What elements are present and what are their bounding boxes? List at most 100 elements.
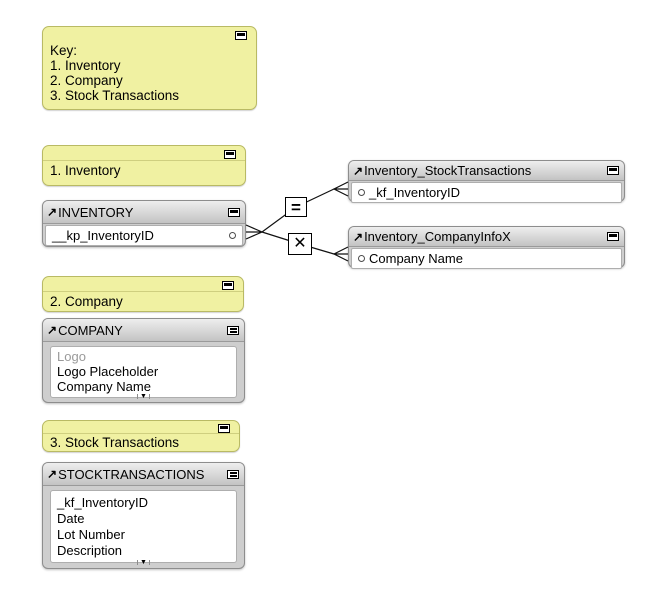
table-field-list: __kp_InventoryID [45, 225, 243, 246]
table-stocktransactions[interactable]: ↗ STOCKTRANSACTIONS _kf_InventoryID Date… [42, 462, 245, 569]
table-header: ↗ STOCKTRANSACTIONS [43, 463, 244, 486]
note-titlebar [43, 421, 239, 434]
field-row[interactable]: Company Name [51, 379, 236, 394]
note-body: 2. Company [43, 292, 243, 311]
display-toggle-button[interactable] [227, 469, 239, 479]
field-row[interactable]: Description [51, 542, 236, 558]
field-row[interactable]: Date [51, 510, 236, 526]
bar-icon [229, 471, 237, 474]
connection-port [358, 189, 365, 196]
field-row[interactable]: _kf_InventoryID [51, 494, 236, 510]
table-header: ↗ COMPANY [43, 319, 244, 342]
note-body: 3. Stock Transactions [43, 434, 239, 452]
tick [148, 394, 150, 399]
collapse-note-button[interactable] [224, 150, 236, 159]
field-row[interactable]: Lot Number [51, 526, 236, 542]
jump-arrow-icon: ↗ [47, 323, 58, 337]
bar-icon [229, 474, 237, 477]
display-toggle-button[interactable] [227, 325, 239, 335]
collapse-table-button[interactable] [607, 232, 619, 241]
note-stock-transactions[interactable]: 3. Stock Transactions [42, 420, 240, 452]
table-name: COMPANY [58, 322, 123, 338]
table-inventory[interactable]: ↗ INVENTORY __kp_InventoryID [42, 200, 246, 247]
collapse-table-button[interactable] [607, 166, 619, 175]
crow-foot-icon [332, 181, 349, 197]
note-text-line: 2. Company [50, 294, 123, 309]
field-name: __kp_InventoryID [52, 228, 154, 243]
field-name: Description [57, 542, 123, 558]
table-header: ↗ Inventory_CompanyInfoX [349, 227, 624, 247]
collapse-note-button[interactable] [235, 31, 247, 40]
table-field-list: Logo Logo Placeholder Company Name [50, 346, 237, 398]
scroll-more-fields[interactable]: ▼ [43, 392, 244, 401]
field-row[interactable]: _kf_InventoryID [352, 183, 621, 202]
note-text-line: 1. Inventory [50, 58, 121, 73]
field-name: _kf_InventoryID [57, 494, 149, 510]
jump-arrow-icon: ↗ [353, 163, 364, 178]
field-name: Company Name [369, 251, 463, 266]
table-name: INVENTORY [58, 204, 134, 220]
note-text-line: 3. Stock Transactions [50, 88, 180, 103]
jump-arrow-icon: ↗ [47, 205, 58, 219]
note-text-line: 3. Stock Transactions [50, 435, 180, 450]
tick [137, 394, 139, 399]
operator-glyph: ✕ [293, 235, 307, 252]
note-body: 1. Inventory [43, 161, 245, 180]
x-operator-icon[interactable]: ✕ [288, 233, 312, 255]
collapse-table-button[interactable] [228, 207, 240, 217]
table-name: STOCKTRANSACTIONS [58, 466, 205, 482]
crow-foot-icon [245, 224, 264, 240]
table-header: ↗ INVENTORY [43, 201, 245, 224]
field-name: Lot Number [57, 526, 125, 542]
note-body: Key: 1. Inventory 2. Company 3. Stock Tr… [43, 41, 256, 105]
table-inventory-stocktransactions[interactable]: ↗ Inventory_StockTransactions _kf_Invent… [348, 160, 625, 203]
table-name: Inventory_CompanyInfoX [364, 229, 511, 244]
bar-icon [229, 330, 237, 333]
note-key[interactable]: Key: 1. Inventory 2. Company 3. Stock Tr… [42, 26, 257, 110]
field-name: Company Name [57, 379, 151, 394]
tick [137, 560, 139, 565]
scroll-more-fields[interactable]: ▼ [43, 558, 244, 567]
minus-icon [609, 234, 617, 237]
field-row[interactable]: Logo Placeholder [51, 364, 236, 379]
table-name: Inventory_StockTransactions [364, 163, 532, 178]
table-company[interactable]: ↗ COMPANY Logo Logo Placeholder Company … [42, 318, 245, 403]
minus-icon [230, 209, 238, 213]
field-row[interactable]: Logo [51, 349, 236, 364]
field-name: Date [57, 510, 85, 526]
note-titlebar [43, 277, 243, 292]
minus-icon [226, 152, 234, 155]
minus-icon [224, 283, 232, 286]
collapse-note-button[interactable] [218, 424, 230, 433]
operator-glyph: = [291, 197, 301, 217]
equals-operator-icon[interactable]: = [285, 197, 307, 217]
field-name: Logo Placeholder [57, 364, 159, 379]
note-company[interactable]: 2. Company [42, 276, 244, 312]
field-row[interactable]: __kp_InventoryID [46, 226, 242, 245]
jump-arrow-icon: ↗ [353, 229, 364, 244]
field-name: _kf_InventoryID [369, 185, 461, 200]
minus-icon [220, 426, 228, 429]
field-row[interactable]: Company Name [352, 249, 621, 268]
table-inventory-companyinfox[interactable]: ↗ Inventory_CompanyInfoX Company Name [348, 226, 625, 269]
note-text-line: 2. Company [50, 73, 123, 88]
table-header: ↗ Inventory_StockTransactions [349, 161, 624, 181]
scroll-down-icon: ▼ [140, 559, 147, 566]
note-text-line: Key: [50, 43, 78, 58]
tick [148, 560, 150, 565]
jump-arrow-icon: ↗ [47, 467, 58, 481]
table-field-list: Company Name [351, 248, 622, 269]
table-field-list: _kf_InventoryID Date Lot Number Descript… [50, 490, 237, 563]
note-inventory[interactable]: 1. Inventory [42, 145, 246, 186]
connection-port [358, 255, 365, 262]
minus-icon [237, 33, 245, 36]
collapse-note-button[interactable] [222, 281, 234, 290]
note-titlebar [43, 146, 245, 161]
connection-port [229, 232, 236, 239]
bar-icon [229, 327, 237, 330]
scroll-down-icon: ▼ [140, 393, 147, 400]
note-text-line: 1. Inventory [50, 163, 121, 178]
note-titlebar [43, 27, 256, 41]
table-field-list: _kf_InventoryID [351, 182, 622, 203]
